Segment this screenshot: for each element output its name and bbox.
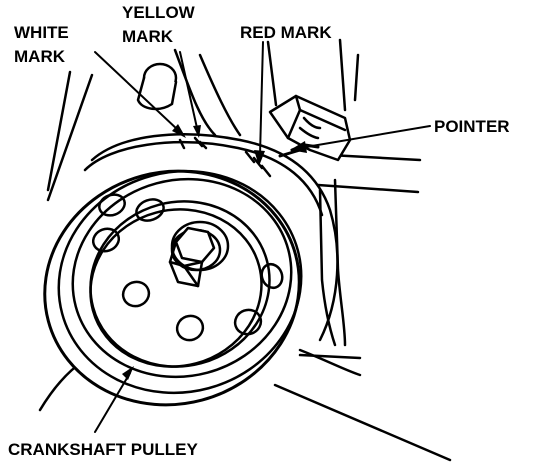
yellow-mark-leader <box>179 51 198 129</box>
label-yellow-mark-line1: YELLOW <box>122 3 196 22</box>
pulley-hole <box>121 280 151 308</box>
label-red-mark: RED MARK <box>240 23 332 42</box>
label-crankshaft-pulley: CRANKSHAFT PULLEY <box>8 440 198 459</box>
pulley-hole <box>135 198 165 222</box>
label-white-mark-line2: MARK <box>14 47 66 66</box>
pulley-hole <box>233 308 263 336</box>
yellow-mark-notch <box>193 136 204 148</box>
timing-marks <box>178 136 272 178</box>
drive-belt <box>318 178 347 347</box>
pulley-hole <box>260 262 284 290</box>
crankshaft-pulley <box>43 133 339 407</box>
pulley-hole <box>91 227 121 253</box>
label-white-mark-line1: WHITE <box>14 23 69 42</box>
label-yellow-mark-line2: MARK <box>122 27 174 46</box>
crankshaft-pulley-arrowhead <box>122 366 134 380</box>
yellow-mark-arrowhead <box>193 125 201 138</box>
leader-lines <box>94 41 431 433</box>
tensioner-bolt <box>136 62 178 111</box>
white-mark-notch <box>178 138 186 150</box>
white-mark-leader <box>94 51 179 131</box>
white-mark-arrowhead <box>172 124 186 138</box>
red-mark-arrowhead <box>254 150 265 166</box>
red-mark-leader <box>259 41 264 156</box>
timing-pointer-bracket <box>268 94 352 162</box>
pointer-leader <box>299 125 431 149</box>
pointer-arrowhead <box>290 141 307 153</box>
red-mark-notch <box>244 150 256 164</box>
pulley-hole <box>98 193 126 217</box>
label-pointer: POINTER <box>434 117 510 136</box>
pulley-hole <box>175 314 205 342</box>
crankshaft-pulley-leader <box>94 372 131 433</box>
arrow-heads <box>122 124 307 380</box>
